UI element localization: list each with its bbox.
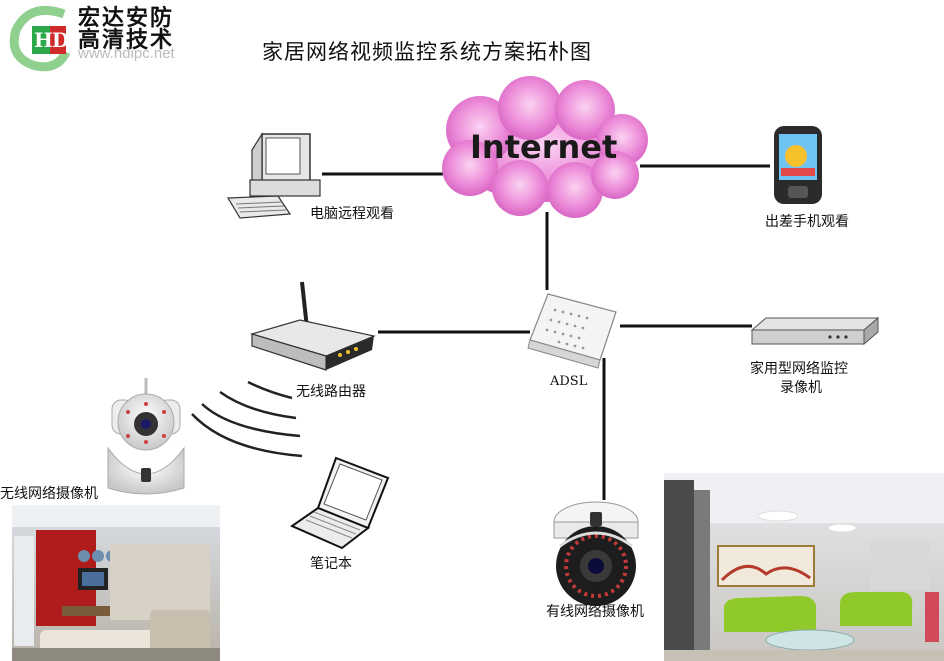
brand-url: www.hdipc.net (78, 45, 175, 62)
wired-camera-label: 有线网络摄像机 (546, 604, 644, 620)
phone-icon (774, 126, 822, 204)
nvr-label-line1: 家用型网络监控 (750, 361, 848, 377)
living-room-photo-left (12, 505, 220, 661)
adsl-modem-icon (527, 293, 617, 369)
network-links (322, 164, 770, 500)
brand-name-line2: 高清技术 (78, 28, 175, 53)
pc-label: 电脑远程观看 (310, 206, 394, 222)
pc-icon (226, 131, 321, 219)
wireless-camera-label: 无线网络摄像机 (0, 486, 98, 502)
internet-label: Internet (470, 128, 618, 166)
wired-camera-icon (553, 501, 639, 606)
router-icon (249, 281, 376, 371)
diagram-title: 家居网络视频监控系统方案拓朴图 (262, 40, 592, 64)
wireless-waves (191, 380, 303, 458)
brand-monogram: HD (34, 28, 69, 52)
laptop-label: 笔记本 (310, 556, 352, 572)
nvr-label-line2: 录像机 (780, 380, 822, 396)
adsl-label: ADSL (550, 374, 588, 389)
brand-name-line1: 宏达安防 (78, 6, 175, 31)
wireless-camera-icon (107, 378, 185, 495)
phone-label: 出差手机观看 (765, 214, 849, 230)
laptop-icon (289, 456, 390, 550)
brand-logo-icon (9, 6, 71, 72)
router-label: 无线路由器 (296, 384, 366, 400)
nvr-icon (750, 316, 880, 346)
internet-cloud (442, 76, 648, 218)
living-room-photo-right (664, 473, 944, 661)
